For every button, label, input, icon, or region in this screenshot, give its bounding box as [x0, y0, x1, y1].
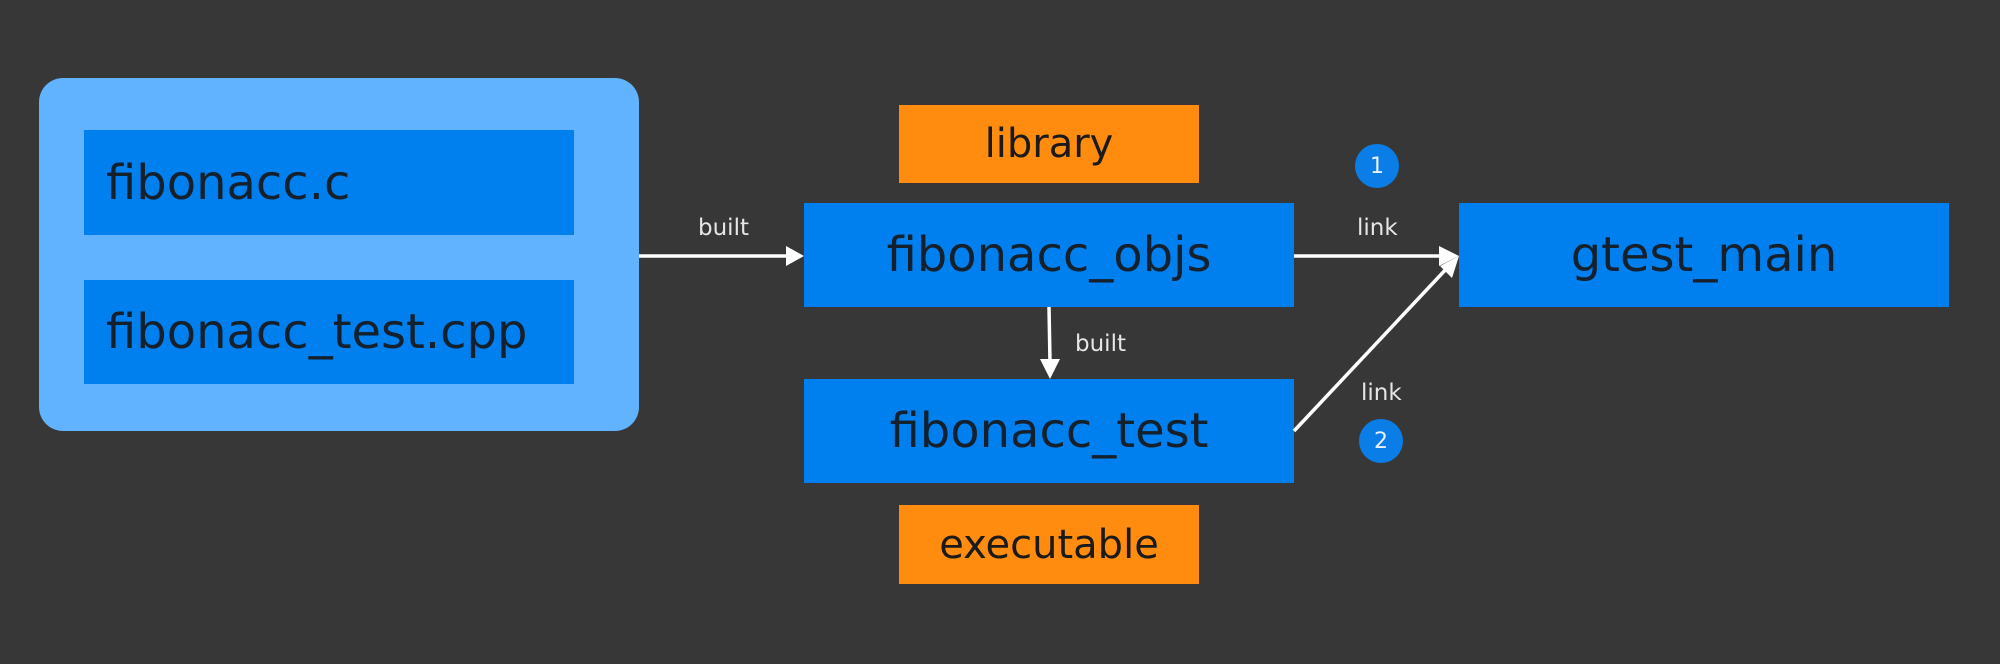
- arrowhead-built-objs: [1040, 359, 1060, 379]
- edge-link-test-to-gtest: [1292, 264, 1451, 433]
- step-badge-number: 1: [1370, 153, 1384, 179]
- step-badge-1: 1: [1355, 144, 1399, 188]
- step-badge-number: 2: [1374, 428, 1388, 454]
- node-fibonacc-objs: fibonacc_objs: [804, 203, 1294, 307]
- node-label: fibonacc_objs: [886, 227, 1212, 283]
- edge-label-link: link: [1361, 380, 1402, 406]
- executable-tag: executable: [899, 505, 1199, 584]
- edge-label-built: built: [1075, 331, 1126, 357]
- edge-label-built: built: [698, 215, 749, 241]
- node-label: gtest_main: [1570, 227, 1838, 283]
- step-badge-2: 2: [1359, 419, 1403, 463]
- executable-tag-label: executable: [939, 521, 1159, 568]
- source-file-fibonacc-c: fibonacc.c: [84, 130, 574, 235]
- node-fibonacc-test: fibonacc_test: [804, 379, 1294, 483]
- source-file-label: fibonacc_test.cpp: [106, 304, 528, 360]
- arrowhead-link-2: [1440, 256, 1459, 278]
- library-tag: library: [899, 105, 1199, 183]
- arrowhead-link-1: [1439, 246, 1459, 266]
- node-gtest-main: gtest_main: [1459, 203, 1949, 307]
- node-label: fibonacc_test: [889, 403, 1209, 459]
- source-file-fibonacc-test-cpp: fibonacc_test.cpp: [84, 280, 574, 384]
- arrowhead-built-sources: [786, 246, 804, 266]
- edge-label-link: link: [1357, 215, 1398, 241]
- library-tag-label: library: [984, 121, 1114, 167]
- edge-built-objs-to-test: [1047, 306, 1052, 363]
- source-file-label: fibonacc.c: [106, 154, 351, 211]
